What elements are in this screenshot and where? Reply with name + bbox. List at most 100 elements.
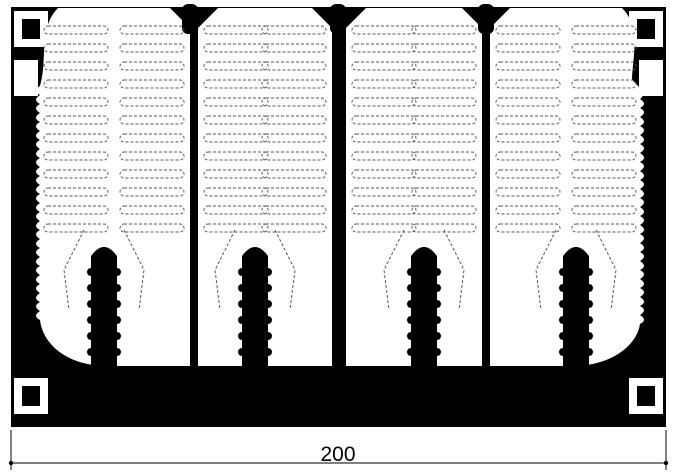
hidden-fin: [495, 187, 561, 197]
hidden-fin: [411, 205, 477, 215]
rib-serration: [585, 300, 593, 308]
hidden-fin: [351, 43, 417, 53]
hidden-fin: [411, 25, 477, 35]
hidden-fin: [261, 115, 327, 125]
hidden-fin: [203, 133, 269, 143]
hidden-fin: [495, 25, 561, 35]
side-slot-right: [639, 60, 663, 96]
hidden-fin: [203, 187, 269, 197]
hidden-fin: [261, 133, 327, 143]
rib-serration: [433, 332, 441, 340]
hidden-fin: [495, 169, 561, 179]
hidden-fin: [571, 223, 637, 233]
rib-serration: [264, 332, 272, 340]
hidden-fin: [43, 133, 109, 143]
hidden-fin: [351, 79, 417, 89]
hidden-fin: [571, 97, 637, 107]
channel-3: [346, 8, 482, 366]
hidden-fin: [261, 151, 327, 161]
hidden-fin: [119, 79, 185, 89]
hidden-fin: [351, 61, 417, 71]
rib-serration: [238, 300, 246, 308]
hidden-fin: [203, 205, 269, 215]
hidden-fin: [119, 61, 185, 71]
heatsink-profile: [11, 4, 666, 427]
rib-serration: [87, 332, 95, 340]
mounting-slot-lip: [22, 19, 40, 39]
hidden-fin: [571, 187, 637, 197]
hidden-fin: [571, 25, 637, 35]
hidden-fin: [571, 79, 637, 89]
rib-serration: [87, 268, 95, 276]
center-rib-2: [242, 247, 268, 368]
hidden-fin: [43, 169, 109, 179]
rib-serration: [559, 284, 567, 292]
channel-1: [36, 8, 190, 366]
hidden-fin: [571, 43, 637, 53]
rib-serration: [407, 316, 415, 324]
rib-serration: [585, 316, 593, 324]
hidden-fin: [351, 25, 417, 35]
hidden-fin: [261, 25, 327, 35]
hidden-fin: [571, 133, 637, 143]
top-divider-2: [330, 4, 346, 34]
hidden-fin: [43, 187, 109, 197]
hidden-fin: [43, 61, 109, 71]
hidden-fin: [119, 97, 185, 107]
center-rib-1: [91, 247, 117, 368]
rib-serration: [407, 348, 415, 356]
rib-serration: [407, 300, 415, 308]
rib-serration: [238, 332, 246, 340]
rib-serration: [559, 268, 567, 276]
hidden-fin: [119, 223, 185, 233]
hidden-fin: [203, 25, 269, 35]
rib-serration: [113, 348, 121, 356]
hidden-fin: [411, 223, 477, 233]
rib-serration: [407, 332, 415, 340]
rib-serration: [433, 300, 441, 308]
hidden-fin: [261, 97, 327, 107]
rib-serration: [559, 316, 567, 324]
hidden-fin: [203, 97, 269, 107]
rib-serration: [87, 316, 95, 324]
rib-serration: [238, 284, 246, 292]
hidden-fin: [261, 43, 327, 53]
rib-serration: [238, 316, 246, 324]
center-rib-4: [563, 247, 589, 368]
dimension-value: 200: [320, 443, 355, 466]
rib-serration: [113, 268, 121, 276]
hidden-fin: [411, 115, 477, 125]
rib-serration: [87, 300, 95, 308]
rib-serration: [407, 268, 415, 276]
hidden-fin: [351, 223, 417, 233]
hidden-fin: [495, 223, 561, 233]
side-slot-left: [14, 60, 38, 96]
hidden-fin: [203, 115, 269, 125]
hidden-fin: [261, 187, 327, 197]
hidden-fin: [119, 151, 185, 161]
hidden-fin: [203, 223, 269, 233]
rib-serration: [433, 316, 441, 324]
hidden-fin: [411, 97, 477, 107]
rib-serration: [559, 348, 567, 356]
hidden-fin: [411, 79, 477, 89]
hidden-fin: [351, 151, 417, 161]
hidden-fin: [261, 223, 327, 233]
hidden-fin: [261, 205, 327, 215]
hidden-fin: [351, 133, 417, 143]
mounting-slot-lip: [637, 386, 655, 406]
hidden-fin: [495, 115, 561, 125]
hidden-split-fin: [214, 229, 296, 311]
hidden-fin: [411, 133, 477, 143]
hidden-fin: [119, 133, 185, 143]
dimension-terminator-right: [663, 460, 669, 466]
hidden-fin: [43, 25, 109, 35]
hidden-fin: [495, 151, 561, 161]
rib-serration: [238, 268, 246, 276]
rib-serration: [238, 348, 246, 356]
hidden-fin: [351, 205, 417, 215]
hidden-split-fin: [535, 229, 617, 311]
hidden-fin: [119, 43, 185, 53]
hidden-fin: [571, 169, 637, 179]
